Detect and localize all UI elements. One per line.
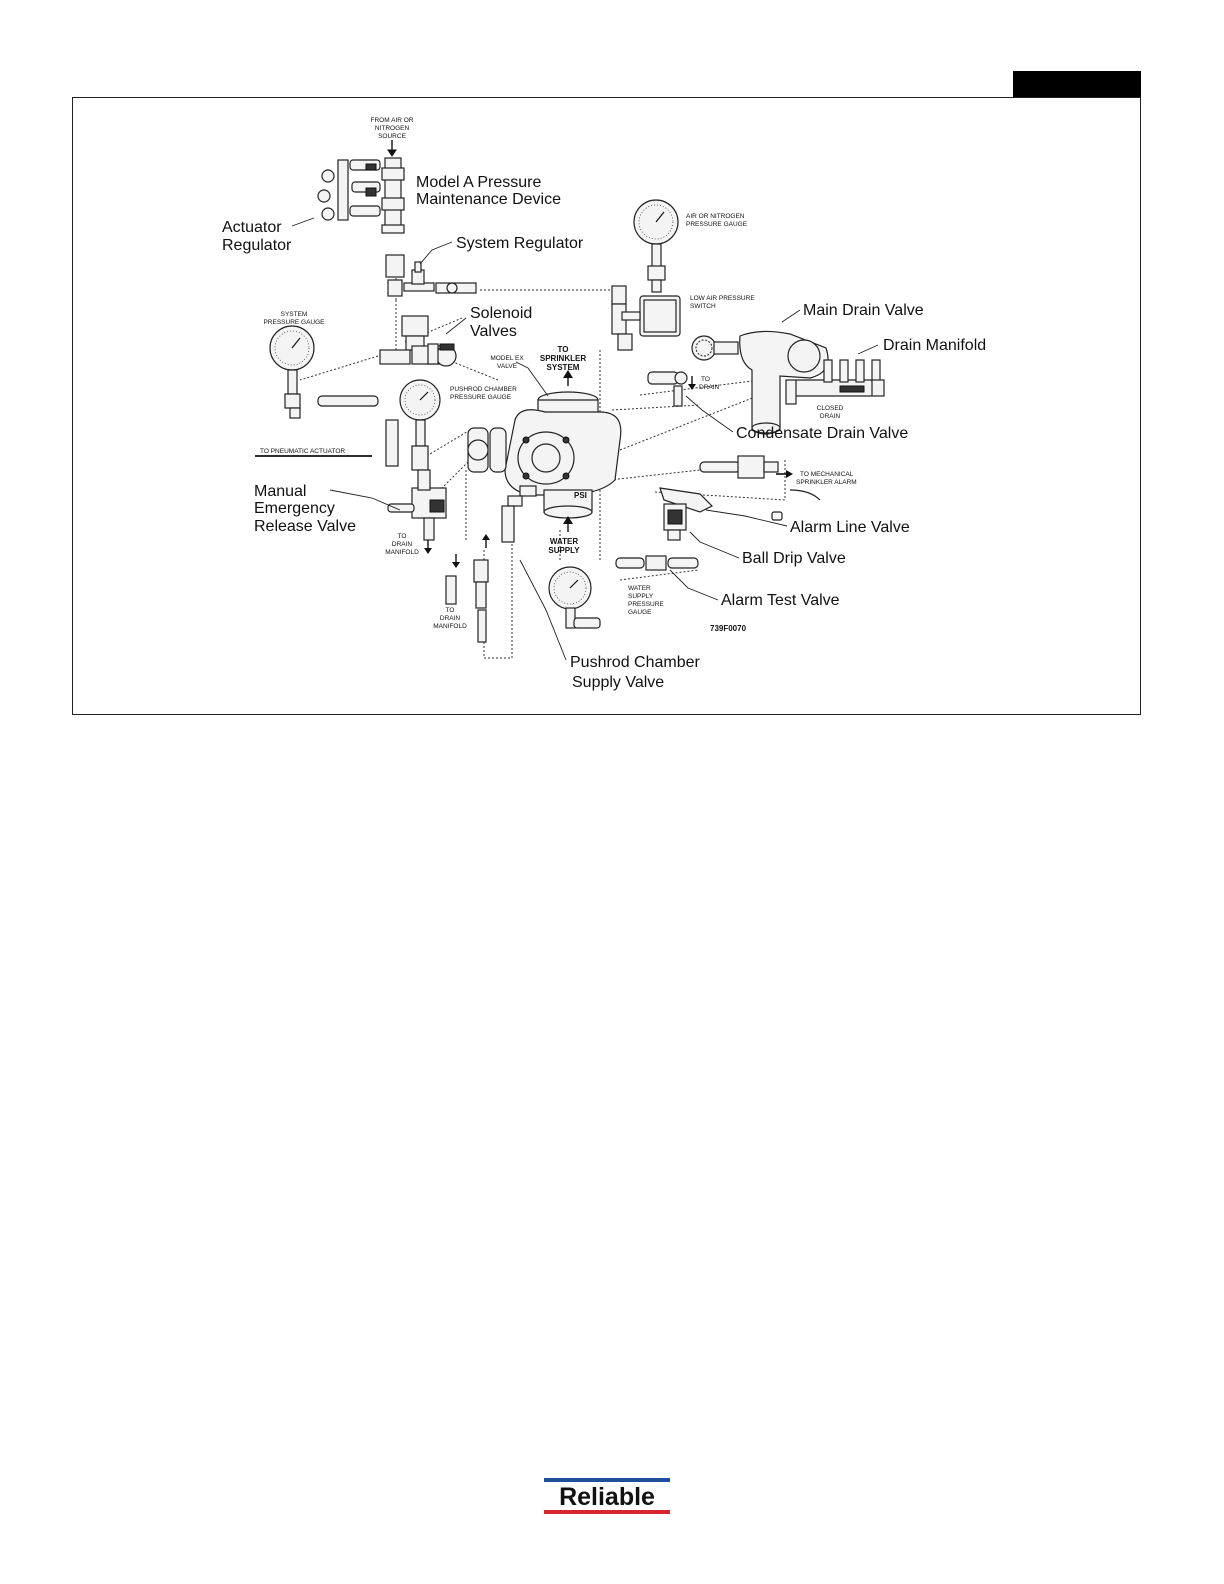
label-to-drain-2: DRAIN xyxy=(699,384,720,391)
label-closed-drain-1: CLOSED xyxy=(817,405,844,412)
label-pushrod-gauge-1: PUSHROD CHAMBER xyxy=(450,386,517,393)
label-from-air-1: FROM AIR OR xyxy=(371,117,414,124)
label-system-gauge-2: PRESSURE GAUGE xyxy=(263,319,325,326)
label-water-supply-2: SUPPLY xyxy=(548,546,580,555)
label-condensate-drain-valve: Condensate Drain Valve xyxy=(736,425,908,442)
label-actuator-regulator-line2: Regulator xyxy=(222,237,292,254)
reliable-logo: Reliable xyxy=(544,1478,670,1514)
model-a-pressure-device xyxy=(317,157,405,234)
label-solenoid-line1: Solenoid xyxy=(470,305,532,322)
alarm-line-valve xyxy=(699,455,821,521)
label-ws-gauge-1: WATER xyxy=(628,585,651,592)
label-ws-gauge-4: GAUGE xyxy=(628,609,652,616)
leader-lines xyxy=(291,217,879,661)
label-low-air-2: SWITCH xyxy=(690,303,716,310)
label-pushrod-supply-line2: Supply Valve xyxy=(572,674,664,691)
label-alarm-test-valve: Alarm Test Valve xyxy=(721,592,840,609)
label-to-drain-1: TO xyxy=(701,376,710,383)
label-from-air-3: SOURCE xyxy=(378,133,406,140)
ball-drip-valve xyxy=(659,487,714,541)
label-to-sprinkler-2: SPRINKLER xyxy=(540,354,586,363)
model-ex-valve xyxy=(467,391,622,519)
label-actuator-regulator-line1: Actuator xyxy=(222,219,282,236)
label-closed-drain-2: DRAIN xyxy=(820,413,841,420)
label-pushrod-supply-line1: Pushrod Chamber xyxy=(570,654,701,671)
pushrod-chamber-supply-valve xyxy=(445,505,515,643)
label-to-drain-manifold-a-1: TO xyxy=(398,533,407,540)
label-water-supply-1: WATER xyxy=(550,537,579,546)
label-manual-line3: Release Valve xyxy=(254,518,356,535)
label-to-pneumatic-actuator: TO PNEUMATIC ACTUATOR xyxy=(260,448,345,455)
label-from-air-2: NITROGEN xyxy=(375,125,410,132)
label-solenoid-line2: Valves xyxy=(470,323,517,340)
label-model-a-line2: Maintenance Device xyxy=(416,191,561,208)
flow-arrows xyxy=(255,140,793,568)
label-to-drain-manifold-a-3: MANIFOLD xyxy=(385,549,419,556)
logo-wordmark: Reliable xyxy=(559,1483,655,1511)
header-tab-bar xyxy=(1013,71,1141,97)
label-model-ex-1: MODEL EX xyxy=(490,355,524,362)
label-manual-line2: Emergency xyxy=(254,500,335,517)
label-ws-gauge-2: SUPPLY xyxy=(628,593,654,600)
label-to-mech-alarm-1: TO MECHANICAL xyxy=(800,471,854,478)
label-alarm-line-valve: Alarm Line Valve xyxy=(790,519,910,536)
water-supply-pressure-gauge xyxy=(548,566,601,629)
drain-manifold xyxy=(785,359,885,405)
low-air-pressure-switch xyxy=(611,285,681,351)
solenoid-valves xyxy=(379,315,457,367)
label-psi: PSI xyxy=(574,491,587,500)
label-air-gauge-2: PRESSURE GAUGE xyxy=(686,221,748,228)
label-main-drain-valve: Main Drain Valve xyxy=(803,302,924,319)
system-pressure-gauge xyxy=(269,325,379,419)
label-to-mech-alarm-2: SPRINKLER ALARM xyxy=(796,479,857,486)
label-to-drain-manifold-a-2: DRAIN xyxy=(392,541,413,548)
label-drain-manifold: Drain Manifold xyxy=(883,337,986,354)
label-model-a-line1: Model A Pressure xyxy=(416,174,542,191)
system-regulator xyxy=(385,254,477,297)
label-to-drain-manifold-b-1: TO xyxy=(446,607,455,614)
label-model-ex-2: VALVE xyxy=(497,363,518,370)
small-labels: FROM AIR OR NITROGEN SOURCE AIR OR NITRO… xyxy=(260,117,857,633)
label-system-regulator: System Regulator xyxy=(456,235,584,252)
condensate-drain-valve xyxy=(647,371,688,407)
label-ws-gauge-3: PRESSURE xyxy=(628,601,664,608)
pushrod-chamber-pressure-gauge xyxy=(385,379,441,471)
label-to-sprinkler-1: TO xyxy=(558,345,569,354)
alarm-test-valve xyxy=(615,555,699,571)
label-pushrod-gauge-2: PRESSURE GAUGE xyxy=(450,394,512,401)
manual-emergency-release-valve xyxy=(387,469,447,541)
label-figure-code: 739F0070 xyxy=(710,624,747,633)
label-to-drain-manifold-b-2: DRAIN xyxy=(440,615,461,622)
label-low-air-1: LOW AIR PRESSURE xyxy=(690,295,755,302)
label-ball-drip-valve: Ball Drip Valve xyxy=(742,550,846,567)
main-drain-valve xyxy=(691,330,829,435)
label-system-gauge-1: SYSTEM xyxy=(281,311,308,318)
figure-frame xyxy=(72,97,1141,715)
label-manual-line1: Manual xyxy=(254,483,306,500)
label-air-gauge-1: AIR OR NITROGEN xyxy=(686,213,745,220)
air-nitrogen-pressure-gauge xyxy=(633,199,679,293)
callout-labels: Model A Pressure Maintenance Device Actu… xyxy=(222,174,986,691)
label-to-drain-manifold-b-3: MANIFOLD xyxy=(433,623,467,630)
label-to-sprinkler-3: SYSTEM xyxy=(547,363,580,372)
